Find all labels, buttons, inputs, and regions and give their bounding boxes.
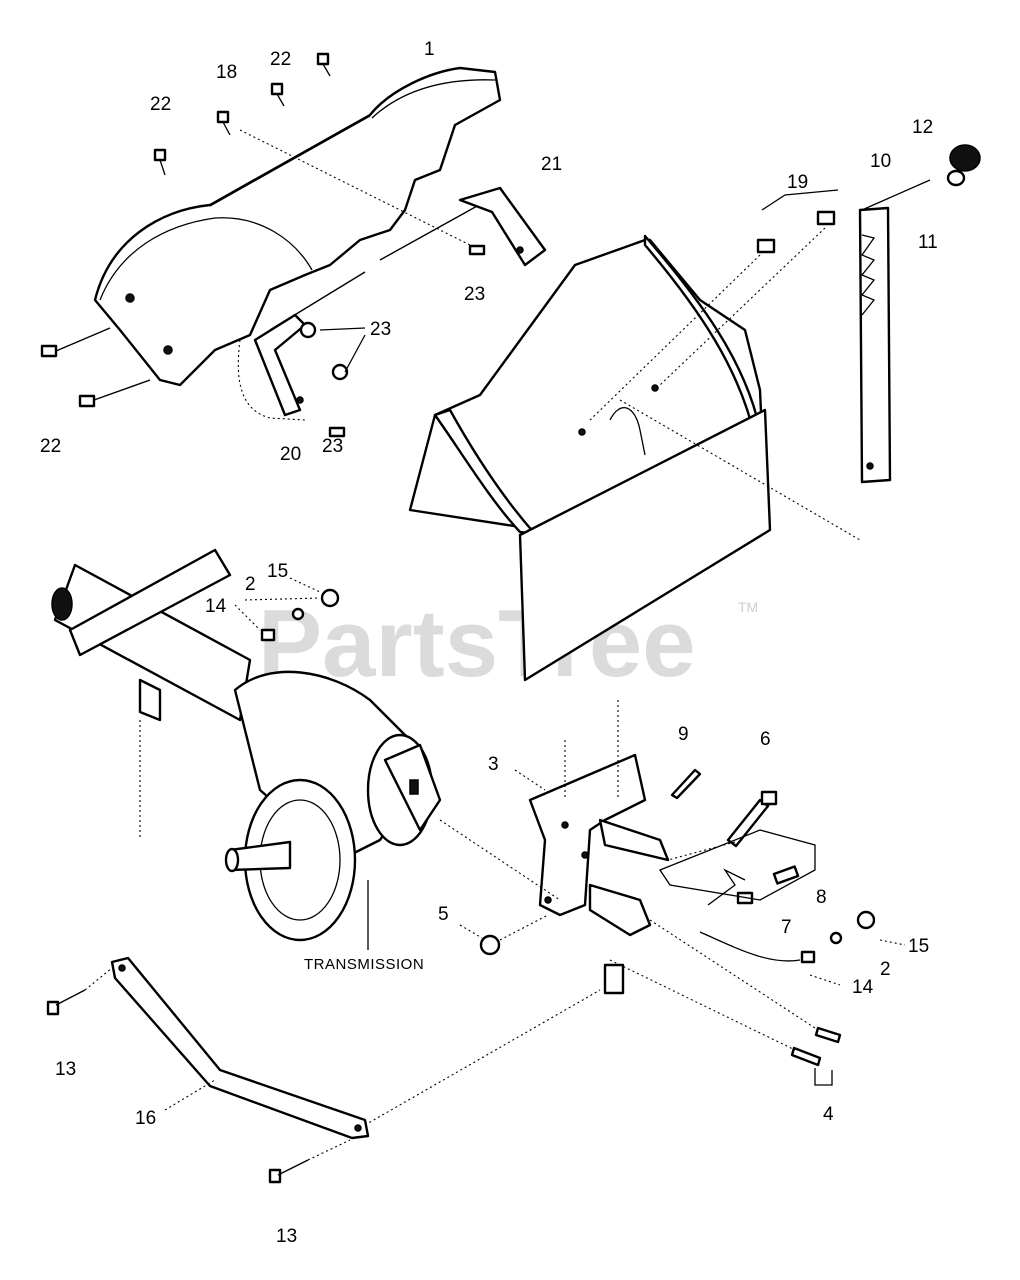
- shield-fasteners: [40, 52, 486, 438]
- bolt-13-bottom: [268, 1139, 351, 1184]
- callouts: 1 2 2 3 4 5 6 7 8 9 10 11 12 13 13 14 14…: [40, 39, 938, 1247]
- bolt-13-left: [46, 967, 113, 1016]
- callout-23: 23: [322, 436, 343, 457]
- nut-icon: [856, 910, 876, 930]
- washer-icon: [829, 931, 843, 945]
- nut-5: [479, 914, 549, 956]
- deflector-shield: [408, 234, 861, 682]
- bolt-icon: [216, 110, 231, 136]
- spacer-icon: [800, 950, 816, 964]
- right-hardware: [699, 910, 876, 964]
- callout-21: 21: [541, 154, 562, 175]
- callout-10: 10: [870, 151, 891, 172]
- leader-lines: [164, 577, 906, 1111]
- hitch-bracket: [439, 700, 670, 937]
- hitch-pins: [667, 768, 778, 861]
- transmission-assembly: [51, 548, 442, 950]
- callout-20: 20: [280, 444, 301, 465]
- housing-fasteners: [244, 588, 340, 642]
- washer-icon: [291, 607, 305, 621]
- callout-6: 6: [760, 729, 771, 750]
- shield-brackets: [253, 186, 547, 417]
- depth-bar: [858, 144, 981, 484]
- bolt-icon: [40, 327, 111, 358]
- callout-23: 23: [370, 319, 391, 340]
- callout-13: 13: [276, 1226, 297, 1247]
- callout-3: 3: [488, 754, 499, 775]
- callout-11: 11: [918, 232, 938, 253]
- bolt-icon: [316, 52, 331, 77]
- nut-icon: [320, 588, 340, 608]
- hitch-bar: [110, 956, 601, 1140]
- callout-15: 15: [267, 561, 288, 582]
- transmission-label: TRANSMISSION: [304, 956, 424, 973]
- watermark-tm: TM: [738, 599, 758, 615]
- knob-icon: [949, 144, 981, 172]
- deflector-bolts: [589, 189, 839, 421]
- bolt-icon: [270, 82, 285, 107]
- nut-icon: [299, 321, 317, 339]
- bracket-block: [603, 963, 625, 995]
- tine-shield: [93, 66, 502, 421]
- nut-icon: [479, 934, 501, 956]
- nut-icon: [328, 426, 346, 438]
- callout-8: 8: [816, 887, 827, 908]
- callout-22: 22: [150, 94, 171, 115]
- callout-1: 1: [424, 39, 435, 60]
- bottom-bolts: [609, 919, 842, 1086]
- callout-18: 18: [216, 62, 237, 83]
- callout-22: 22: [270, 49, 291, 70]
- callout-22: 22: [40, 436, 61, 457]
- nut-icon: [331, 363, 349, 381]
- nut-icon: [468, 244, 486, 256]
- callout-5: 5: [438, 904, 449, 925]
- callout-12: 12: [912, 117, 933, 138]
- callout-23-leaders: [319, 327, 366, 373]
- callout-2: 2: [880, 959, 891, 980]
- callout-2: 2: [245, 574, 256, 595]
- callout-13: 13: [55, 1059, 76, 1080]
- callout-7: 7: [781, 917, 792, 938]
- callout-9: 9: [678, 724, 689, 745]
- spring-pin: [659, 829, 816, 906]
- bolt-icon: [78, 379, 151, 408]
- callout-23: 23: [464, 284, 485, 305]
- callout-14: 14: [852, 977, 874, 998]
- callout-4: 4: [823, 1104, 834, 1125]
- callout-16: 16: [135, 1108, 156, 1129]
- callout-15: 15: [908, 936, 929, 957]
- callout-19: 19: [787, 172, 808, 193]
- bolt-icon: [153, 148, 167, 176]
- spacer-icon: [260, 628, 276, 642]
- nut-icon: [946, 169, 966, 187]
- callout-14: 14: [205, 596, 227, 617]
